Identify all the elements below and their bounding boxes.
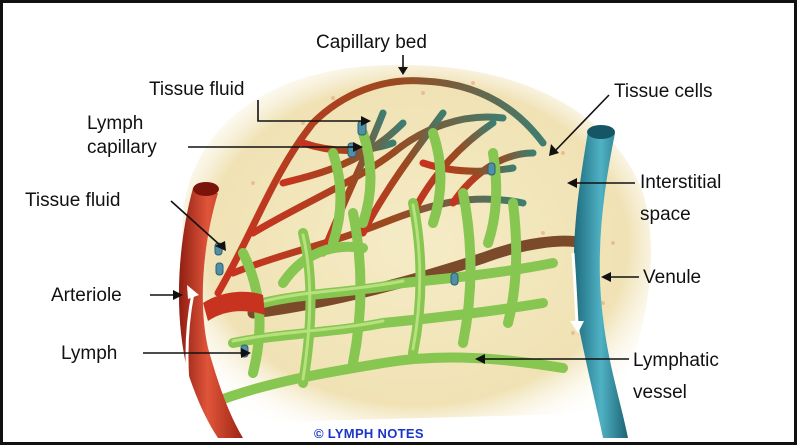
label-lymph-capillary-line2: capillary (87, 136, 157, 159)
label-interstitial-line2: space (640, 203, 691, 226)
arteriole-opening (193, 182, 219, 196)
venule-opening (587, 125, 615, 139)
label-tissue-fluid-left: Tissue fluid (25, 189, 120, 212)
label-lymphatic-line2: vessel (633, 381, 687, 404)
label-capillary-bed: Capillary bed (316, 31, 427, 54)
label-tissue-cells: Tissue cells (614, 80, 713, 103)
label-tissue-fluid-top: Tissue fluid (149, 78, 244, 101)
label-venule: Venule (643, 266, 701, 289)
copyright-notice: © LYMPH NOTES (314, 426, 424, 441)
label-lymph: Lymph (61, 342, 117, 365)
label-lymphatic-line1: Lymphatic (633, 349, 719, 372)
label-interstitial-line1: Interstitial (640, 171, 721, 194)
label-arteriole: Arteriole (51, 284, 122, 307)
label-lymph-capillary-line1: Lymph (87, 112, 143, 135)
